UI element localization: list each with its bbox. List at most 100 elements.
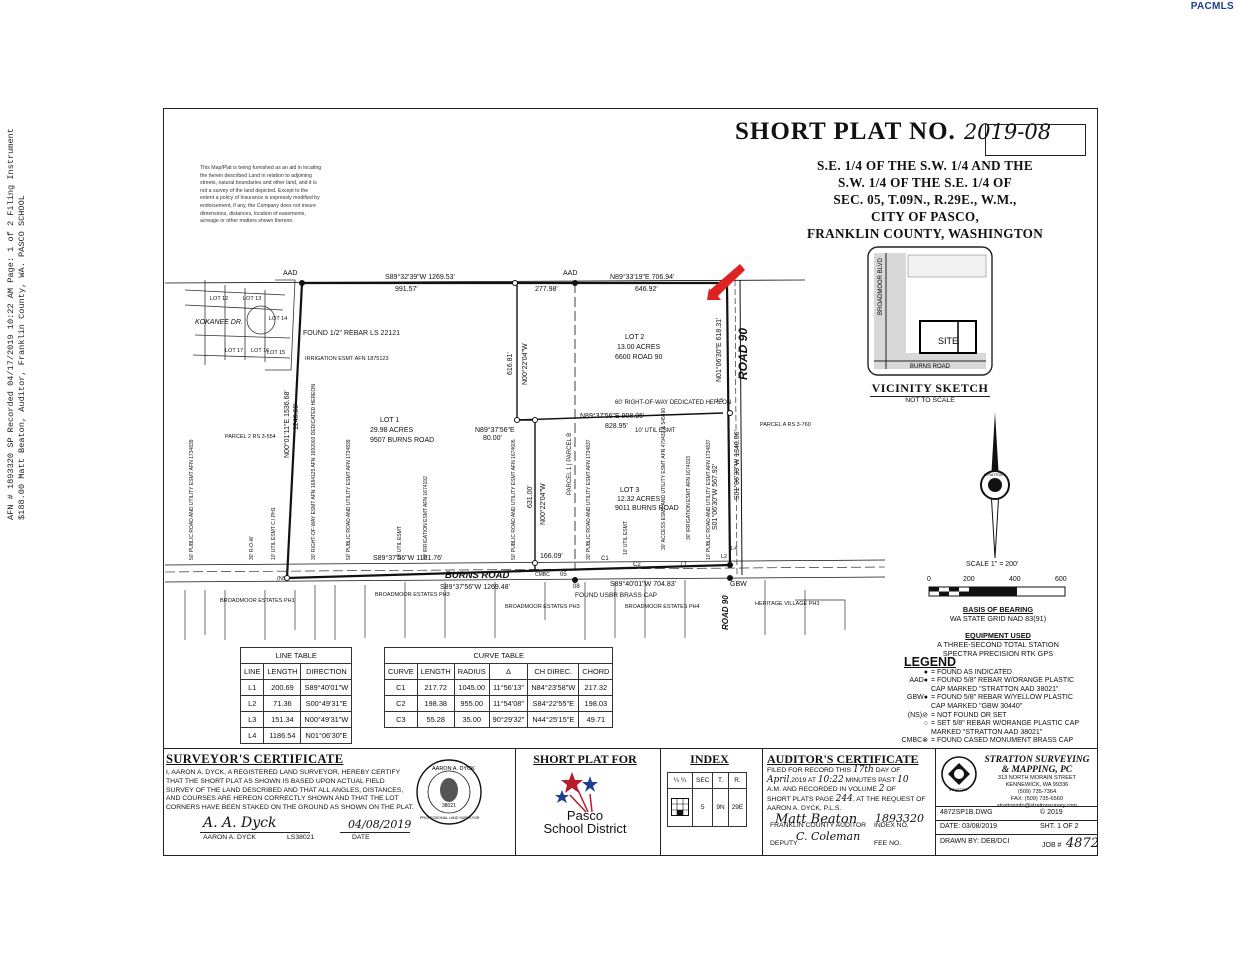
top-left-dist: 991.57'	[395, 286, 418, 293]
north-arrow: STRATTON	[980, 412, 1010, 559]
legend-text: = FOUND AS INDICATED	[931, 668, 1012, 676]
curve-tag-l2: L2	[721, 554, 727, 560]
ns-label: (NS)	[277, 576, 288, 582]
curve-tag-l1: L1	[681, 562, 687, 568]
bearing-bottom2: S89°37'56"W 1269.48'	[440, 583, 510, 591]
lot1-name: LOT 1	[380, 417, 399, 424]
vicinity-sketch: BROADMOOR BLVD BURNS ROAD SITE	[867, 246, 993, 376]
scale-bar	[928, 586, 1066, 597]
bearing-bottom1: S89°37'56"W 1101.76'	[373, 554, 442, 562]
firm-dwg: 4872SP1B.DWG	[940, 809, 993, 816]
watermark-text: PACMLS	[1190, 1, 1234, 12]
legend-item: AAD●= FOUND 5/8" REBAR W/ORANGE PLASTIC …	[900, 677, 1090, 694]
legend-heading: LEGEND	[904, 655, 957, 669]
bearing-v2d: 631.00'	[527, 485, 534, 508]
desc-line-1: S.E. 1/4 OF THE S.W. 1/4 AND THE	[817, 158, 1033, 173]
surveyor-certificate: SURVEYOR'S CERTIFICATE I, AARON A. DYCK,…	[166, 752, 511, 852]
auditor-hour: 10	[897, 774, 909, 785]
line-cell: N01°06'30"E	[300, 727, 353, 744]
line-cell: L3	[239, 711, 265, 728]
auditor-month: April	[767, 774, 790, 785]
disclaimer-text: This Map/Plat is being furnished as an a…	[200, 165, 322, 225]
nw-subdivision	[184, 279, 296, 371]
index-header: ¼ ¼	[667, 772, 693, 789]
legend-text: = SET 5/8" REBAR W/ORANGE PLASTIC CAP MA…	[931, 720, 1079, 736]
curve-table-header: LENGTH	[416, 663, 455, 680]
curve-cell: N84°23'58"W	[527, 679, 580, 696]
aad-label-1: AAD	[283, 270, 297, 277]
fee-label: FEE NO.	[874, 840, 902, 847]
bearing-b1d: 828.95'	[605, 423, 628, 430]
red-arrow	[707, 264, 745, 300]
line-cell: 1186.54	[263, 727, 302, 744]
index-header: R.	[727, 772, 748, 789]
lot2-acres: 13.00 ACRES	[617, 344, 661, 351]
curve-cell: 217.72	[416, 679, 455, 696]
plat-sheet	[163, 108, 1098, 856]
lot-12: LOT 12	[210, 296, 228, 302]
surveyor-date-line	[340, 832, 410, 833]
bearing-b2d: 80.00'	[483, 435, 502, 442]
top-mid-dist: 277.98'	[535, 286, 558, 293]
index-header: T.	[712, 772, 729, 789]
scale-tick-600: 600	[1055, 576, 1067, 583]
sec-05: 05	[560, 572, 567, 578]
firm-name2: & MAPPING, PC	[1001, 765, 1073, 775]
curve-cell: C3	[384, 711, 418, 728]
sec-08: 08	[573, 584, 580, 590]
title-prefix: SHORT PLAT NO.	[735, 118, 956, 145]
shortplat-for: SHORT PLAT FOR	[520, 752, 650, 767]
curve-cell: 90°29'32"	[488, 711, 529, 728]
top-right-bearing: N89°33'19"E 706.94'	[610, 273, 674, 281]
curve-table-title: CURVE TABLE	[383, 647, 614, 664]
bearing-east1: N01°06'30"E 618.31'	[715, 318, 723, 382]
firm-date: DATE: 03/08/2019	[940, 823, 998, 830]
vicinity-note: NOT TO SCALE	[905, 397, 955, 404]
legend-item: GBW●= FOUND 5/8" REBAR W/YELLOW PLASTIC …	[900, 694, 1090, 711]
plat-drawing: S89°32'39"W 1269.53' 991.57' 277.98' N89…	[165, 264, 886, 640]
esmt-10: 10' UTIL ESMT	[623, 521, 629, 555]
firm-addr2: KENNEWICK, WA 99336	[1005, 782, 1069, 788]
surveyor-ls: LS38021	[287, 834, 315, 841]
equipment-heading: EQUIPMENT USED	[965, 631, 1031, 640]
esmt-9: 30' PUBLIC ROAD AND UTILITY ESMT AFN 173…	[586, 439, 592, 560]
bearing-v1: N00°22'04"W	[521, 343, 529, 385]
firm-job: JOB # 4872	[1042, 834, 1099, 852]
esmt-12: 30' IRRIGATION ESMT AFN 1674193	[686, 456, 692, 540]
seal-bottom: PROFESSIONAL LAND SURVEYOR	[420, 816, 480, 820]
vicinity-heading: VICINITY SKETCH	[870, 381, 990, 397]
kokanee-label: KOKANEE DR.	[195, 319, 243, 326]
subdiv-3: BROADMOOR ESTATES PH3	[505, 604, 580, 610]
shortplat-heading: SHORT PLAT FOR	[533, 752, 637, 766]
legend-item: ○= SET 5/8" REBAR W/ORANGE PLASTIC CAP M…	[900, 720, 1090, 737]
recording-stamp-line2: $188.00 Matt Beaton, Auditor, Franklin C…	[17, 195, 27, 520]
firm-logo: STRATTON	[941, 756, 977, 792]
aad-label-2: AAD	[563, 270, 577, 277]
seal-name: AARON A. DYCK	[432, 766, 475, 772]
firm-drawn: DRAWN BY: DEB/DCI	[940, 838, 1010, 845]
shortplat-org1: Pasco	[566, 808, 604, 823]
esmt-13: 10' PUBLIC ROAD AND UTILITY ESMT AFN 173…	[706, 439, 712, 560]
parcela-label: PARCEL A RS 3-760	[760, 422, 811, 428]
firm-name1: STRATTON SURVEYING	[984, 755, 1090, 765]
line-cell: L4	[239, 727, 265, 744]
parcel2-label: PARCEL 2 RS 3-554	[225, 434, 276, 440]
burns-road	[165, 559, 886, 583]
basis-heading: BASIS OF BEARING	[962, 605, 1034, 614]
curve-table-header: Δ	[488, 663, 529, 680]
auditor-line1: FILED FOR RECORD THIS 17th DAY OF	[767, 765, 937, 776]
bearing-east3: S01°06'30"W 1340.06'	[733, 430, 741, 500]
bottom-strip	[163, 748, 1098, 856]
auditor-text: MINUTES PAST	[845, 776, 896, 784]
index-header: SEC	[691, 772, 714, 789]
line-cell: L1	[239, 679, 265, 696]
legend-item: ●= FOUND AS INDICATED	[900, 669, 1090, 678]
vicinity-street-v: BROADMOOR BLVD	[878, 257, 884, 315]
line-cell: N00°49'31"W	[300, 711, 353, 728]
quarter-grid-icon	[671, 797, 689, 816]
firm-fax: FAX: (509) 735-6560	[1011, 796, 1063, 802]
desc-line-4: CITY OF PASCO,	[870, 209, 980, 224]
